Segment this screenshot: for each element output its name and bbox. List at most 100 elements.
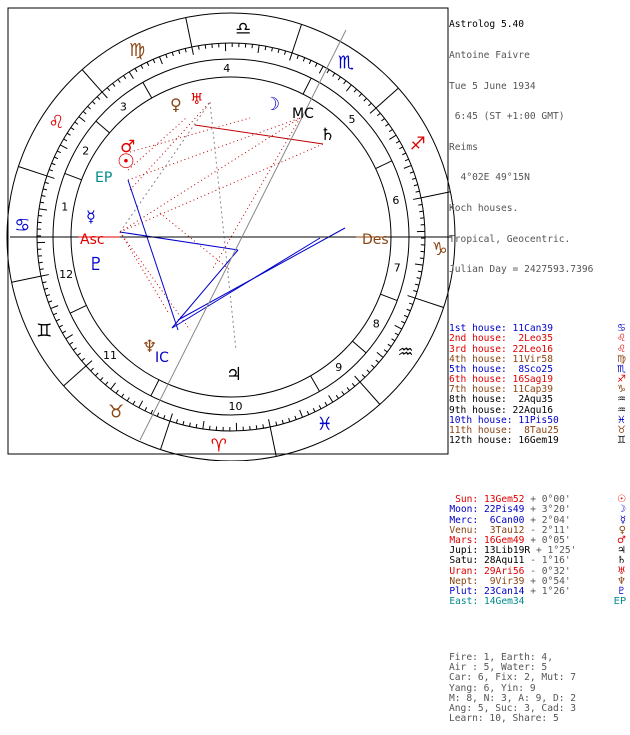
- planet-position: 28Aqu11: [484, 556, 524, 566]
- meridian-axis: [140, 30, 346, 440]
- planet-label: East:: [449, 597, 484, 607]
- degree-tick: [141, 65, 143, 69]
- degree-tick: [77, 353, 80, 355]
- planet-icon: ♅: [617, 567, 626, 577]
- degree-tick: [107, 88, 110, 91]
- sign-divider: [64, 366, 86, 386]
- aspect-lines: [120, 102, 345, 350]
- degree-tick: [124, 76, 126, 79]
- element-stat: Fire: 1, Earth: 4,: [449, 653, 630, 663]
- degree-tick: [325, 402, 327, 405]
- planet-icon: EP: [614, 597, 626, 607]
- pluto-icon: ♇: [88, 254, 104, 275]
- degree-tick: [407, 309, 411, 311]
- zodiac-sign-icon: ♋: [14, 215, 30, 236]
- degree-tick: [303, 58, 305, 62]
- sign-divider: [18, 166, 46, 175]
- degree-tick: [418, 204, 422, 205]
- degree-tick: [73, 348, 76, 350]
- degree-tick: [290, 53, 293, 61]
- degree-tick: [389, 135, 396, 139]
- degree-tick: [60, 145, 67, 149]
- house-number: 7: [394, 262, 401, 275]
- degree-tick: [64, 139, 67, 141]
- degree-tick: [388, 344, 391, 346]
- element-stat: Car: 6, Fix: 2, Mut: 7: [449, 673, 630, 683]
- degree-tick: [417, 278, 421, 279]
- house-number: 9: [335, 361, 342, 374]
- degree-tick: [258, 45, 259, 53]
- house-number: 3: [120, 101, 127, 114]
- julian-day: Julian Day = 2427593.7396: [449, 265, 630, 275]
- degree-tick: [190, 423, 191, 427]
- degree-tick: [112, 83, 114, 86]
- zodiac-sign-icon: ♊: [36, 321, 52, 342]
- degree-tick: [389, 130, 392, 132]
- house-cusp: [376, 161, 392, 169]
- degree-tick: [395, 325, 402, 329]
- degree-tick: [265, 46, 266, 50]
- degree-tick: [176, 419, 177, 423]
- degree-tick: [401, 321, 405, 323]
- degree-tick: [355, 376, 360, 382]
- house-cusp: [380, 294, 397, 300]
- degree-tick: [41, 275, 49, 277]
- planet-icon: ♀: [619, 526, 626, 536]
- house-label: 2nd house:: [449, 334, 513, 344]
- planet-speed: - 2°11': [524, 526, 570, 536]
- degree-tick: [183, 421, 184, 425]
- chart-coords: 4°02E 49°15N: [449, 173, 630, 183]
- house-row: 2nd house: 2Leo35♌: [449, 334, 630, 344]
- planet-row: Mars: 16Gem49 + 0°05'♂: [449, 536, 630, 546]
- asc-label: Asc: [80, 232, 105, 248]
- degree-tick: [198, 46, 199, 50]
- house-row: 12th house: 16Gem19♊: [449, 436, 630, 446]
- side-panel: Astrolog 5.40 Antoine Faivre Tue 5 June …: [449, 0, 630, 461]
- planet-speed: - 1°16': [524, 556, 570, 566]
- planet-label: Satu:: [449, 556, 484, 566]
- house-number: 4: [223, 62, 230, 75]
- degree-tick: [88, 106, 91, 109]
- sign-divider: [12, 276, 41, 282]
- degree-tick: [91, 368, 94, 371]
- planet-position: 14Gem34: [484, 597, 524, 607]
- degree-tick: [179, 50, 180, 54]
- planet-speed: - 0°32': [524, 567, 570, 577]
- degree-tick: [315, 63, 317, 67]
- degree-tick: [377, 352, 383, 357]
- venus-icon: ♀: [170, 95, 182, 114]
- mercury-icon: ☿: [86, 207, 96, 226]
- degree-tick: [384, 350, 387, 352]
- planet-row: Sun: 13Gem52 + 0°00'☉: [449, 495, 630, 505]
- planet-row: Uran: 29Ari56 - 0°32'♅: [449, 567, 630, 577]
- planet-label: Sun:: [449, 495, 484, 505]
- degree-tick: [92, 101, 95, 104]
- degree-tick: [70, 342, 73, 344]
- degree-tick: [402, 153, 406, 155]
- degree-tick: [164, 415, 165, 419]
- degree-tick: [82, 358, 85, 361]
- degree-tick: [256, 425, 257, 429]
- planet-speed: + 3°20': [524, 505, 570, 515]
- degree-tick: [399, 147, 403, 149]
- degree-tick: [135, 68, 137, 71]
- house-number: 1: [61, 200, 68, 213]
- mars-icon: ♂: [120, 137, 135, 157]
- saturn-icon: ♄: [320, 125, 335, 145]
- degree-tick: [297, 55, 298, 59]
- degree-tick: [377, 113, 380, 116]
- degree-tick: [319, 405, 321, 409]
- degree-tick: [118, 79, 120, 82]
- planet-icon: ♄: [617, 556, 626, 566]
- degree-tick: [46, 295, 50, 296]
- degree-tick: [392, 339, 395, 341]
- degree-tick: [419, 211, 423, 212]
- planet-speed: + 0°05': [524, 536, 570, 546]
- planet-list: Sun: 13Gem52 + 0°00'☉Moon: 22Pis49 + 3°2…: [449, 495, 630, 607]
- aspect-line: [178, 228, 345, 320]
- planet-label: Mars:: [449, 536, 484, 546]
- degree-tick: [166, 54, 167, 58]
- planet-row: Moon: 22Pis49 + 3°20'☽: [449, 505, 630, 515]
- jupiter-icon: ♃: [226, 364, 242, 385]
